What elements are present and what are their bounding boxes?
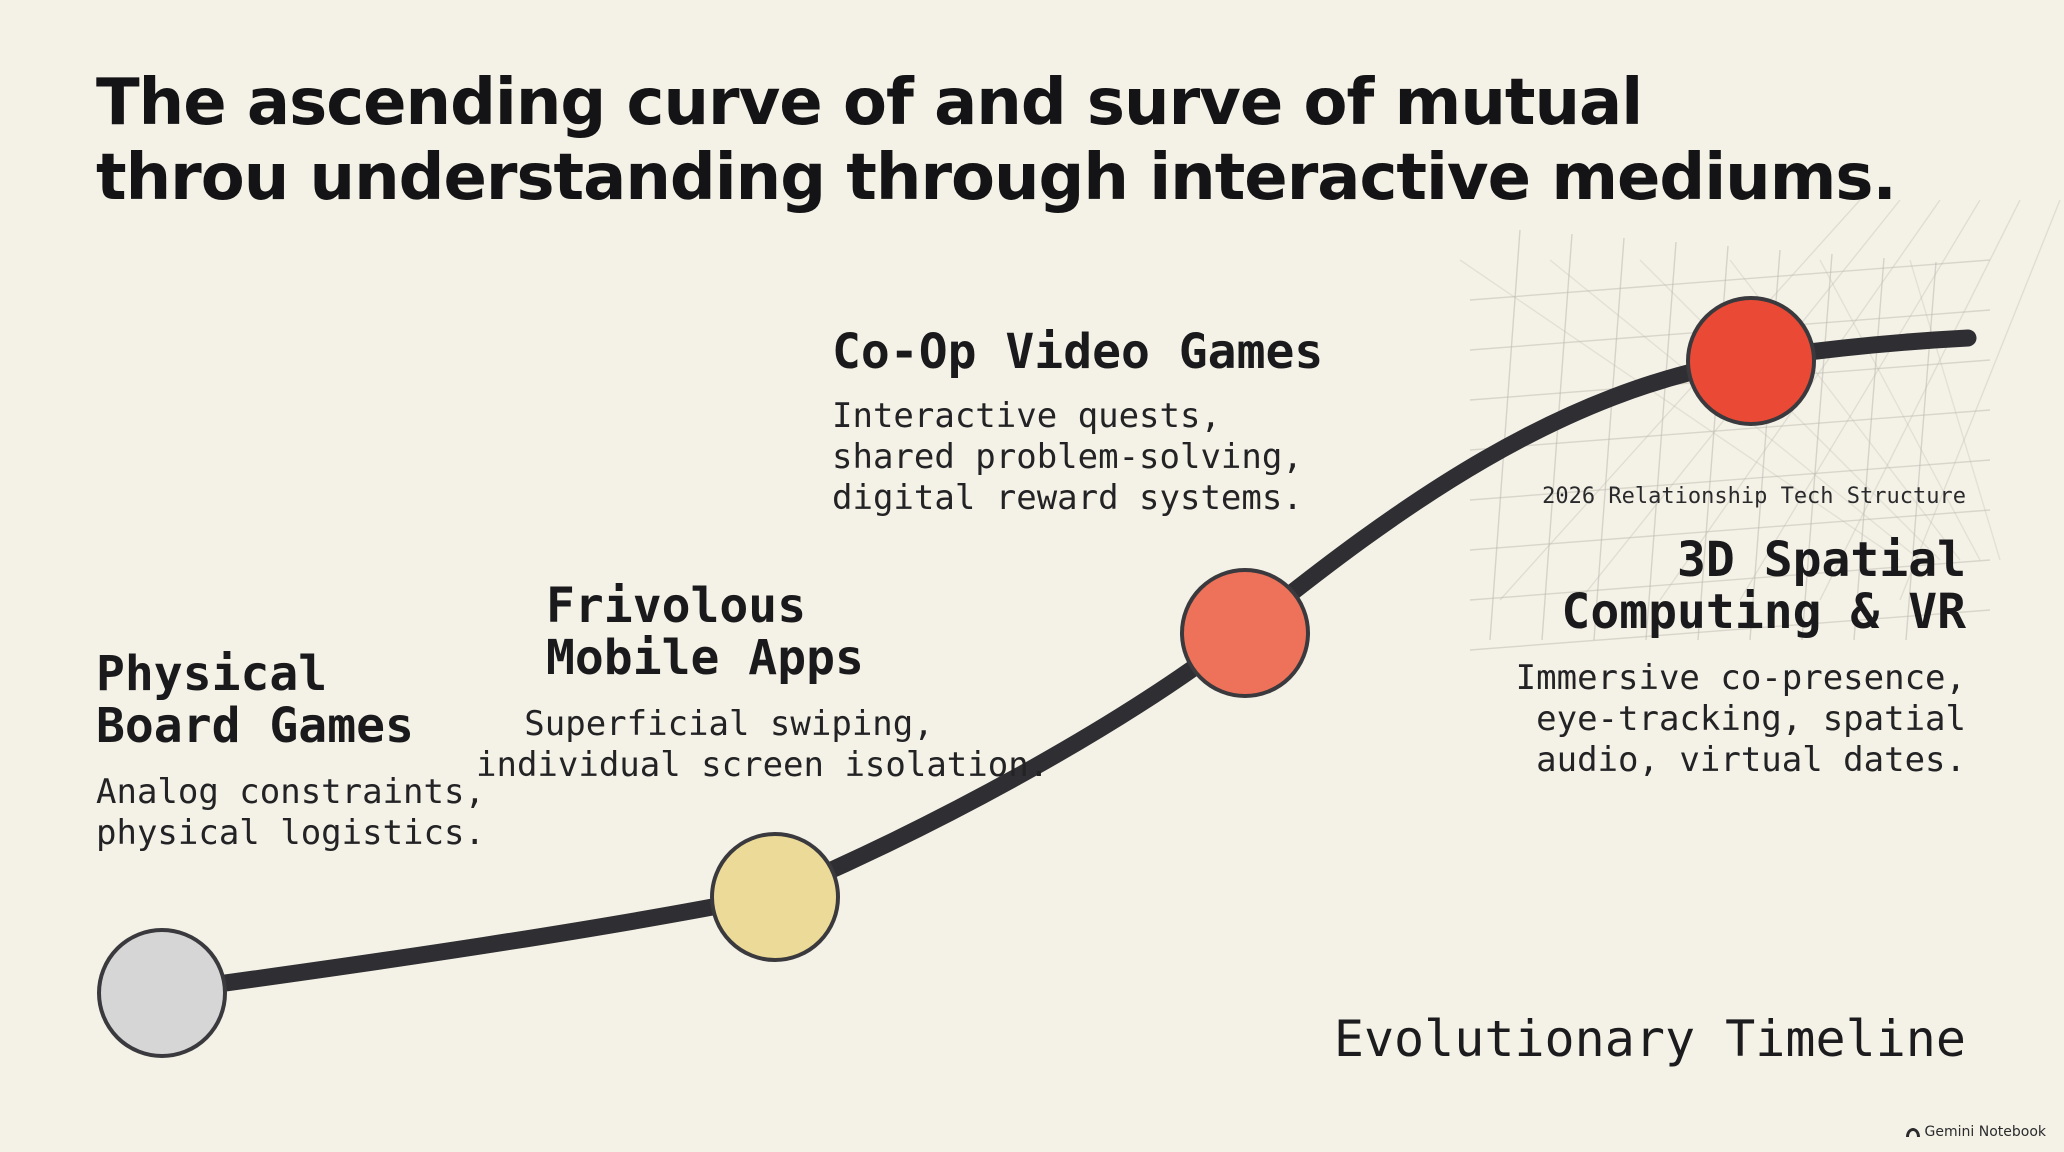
stage-3-heading: Co-Op Video Games (832, 326, 1323, 378)
stage-4-heading-line-2: Computing & VR (1561, 584, 1966, 640)
stage-4-heading: 3D Spatial Computing & VR (1561, 534, 1966, 638)
brand-text: Gemini Notebook (1924, 1124, 2046, 1140)
stage-3-description: Interactive quests, shared problem-solvi… (832, 396, 1303, 519)
stage-3-heading-line-1: Co-Op Video Games (832, 324, 1324, 380)
gemini-notebook-icon (1905, 1127, 1920, 1137)
stage-3-desc-line-2: shared problem-solving, (832, 437, 1303, 477)
stage-1-description: Analog constraints, physical logistics. (96, 772, 485, 854)
stage-3-desc-line-3: digital reward systems. (832, 478, 1303, 518)
title-line-1: The ascending curve of and surve of mutu… (96, 66, 1643, 140)
stage-2-heading-line-2: Mobile Apps (546, 630, 864, 686)
page-title: The ascending curve of and surve of mutu… (96, 66, 1996, 216)
stage-1-desc-line-1: Analog constraints, (96, 772, 485, 812)
stage-2-desc-line-2: individual screen isolation. (476, 745, 1050, 785)
stage-4-desc-line-2: eye-tracking, spatial (1536, 699, 1966, 739)
stage-2-heading-line-1: Frivolous (546, 578, 807, 634)
node-physical-board-games (97, 928, 227, 1058)
title-line-2: throu understanding through interactive … (96, 141, 1897, 215)
stage-4-desc-line-3: audio, virtual dates. (1536, 740, 1966, 780)
stage-2-description: Superficial swiping, individual screen i… (476, 704, 1050, 786)
brand-mark: Gemini Notebook (1905, 1124, 2046, 1140)
stage-4-description: Immersive co-presence, eye-tracking, spa… (1516, 658, 1966, 781)
stage-2-heading: Frivolous Mobile Apps (546, 580, 864, 684)
stage-3-desc-line-1: Interactive quests, (832, 396, 1221, 436)
stage-4-heading-line-1: 3D Spatial (1677, 532, 1966, 588)
stage-1-heading-line-2: Board Games (96, 698, 414, 754)
node-frivolous-mobile-apps (710, 832, 840, 962)
stage-1-heading: Physical Board Games (96, 648, 414, 752)
stage-1-heading-line-1: Physical (96, 646, 328, 702)
stage-2-desc-line-1: Superficial swiping, (524, 704, 934, 744)
evolutionary-timeline-label: Evolutionary Timeline (1333, 1010, 1966, 1068)
node-3d-spatial-computing (1686, 296, 1816, 426)
relationship-tech-annotation: 2026 Relationship Tech Structure (1542, 484, 1966, 509)
node-co-op-video-games (1180, 568, 1310, 698)
stage-4-desc-line-1: Immersive co-presence, (1515, 658, 1966, 698)
stage-1-desc-line-2: physical logistics. (96, 813, 485, 853)
